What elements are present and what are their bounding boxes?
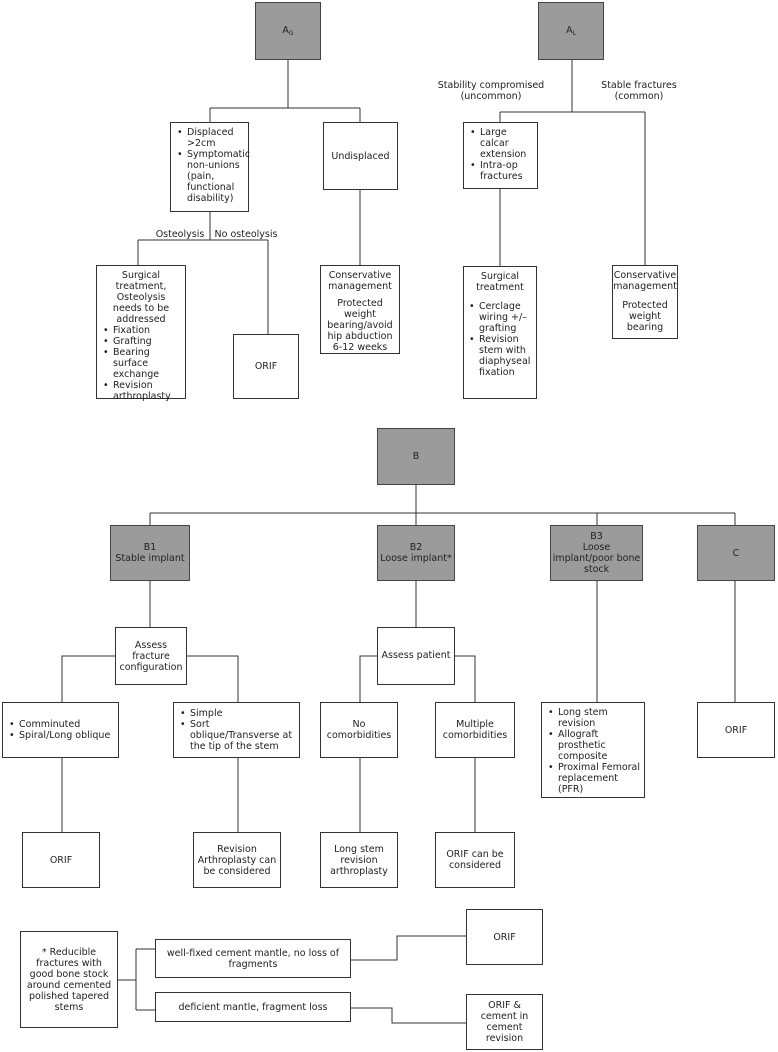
node-al-label: A [566, 25, 573, 36]
ag-displaced-item: Displaced >2cm [177, 127, 244, 149]
box-b1-orif: ORIF [22, 832, 100, 888]
ag-displaced-item: Symptomatic non-unions (pain, functional… [177, 149, 250, 204]
node-b3-text: Loose implant/poor bone stock [552, 542, 641, 575]
box-ag-surgical: Surgical treatment, Osteolysis needs to … [96, 265, 186, 402]
al-conservative-text: Protected weight bearing [622, 300, 668, 333]
fn-orif-cement-text: ORIF & cement in cement revision [480, 1000, 529, 1044]
node-ag-label: A [282, 25, 289, 36]
box-multiple-comorbidities: Multiple comorbidities [435, 702, 515, 758]
box-fn-orif: ORIF [466, 909, 543, 965]
box-ag-conservative: Conservative management Protected weight… [320, 265, 400, 354]
ag-undisplaced-text: Undisplaced [331, 150, 390, 162]
assess-fracture-text: Assess fracture configuration [119, 639, 183, 673]
ag-orif-text: ORIF [254, 361, 278, 372]
box-well-fixed: well-fixed cement mantle, no loss of fra… [155, 939, 351, 978]
node-b3: B3 Loose implant/poor bone stock [550, 525, 643, 581]
b1-orif-text: ORIF [49, 854, 73, 866]
al-surgical-title: Surgical treatment [476, 271, 524, 293]
label-stable-fractures: Stable fractures (common) [601, 80, 677, 102]
box-assess-fracture: Assess fracture configuration [115, 627, 187, 685]
label-osteolysis: Osteolysis [155, 229, 205, 240]
ag-surgical-title: Surgical treatment, Osteolysis needs to … [112, 270, 170, 325]
al-conservative-title: Conservative management [613, 270, 677, 292]
box-deficient: deficient mantle, fragment loss [155, 992, 351, 1022]
node-b1: B1 Stable implant [110, 525, 190, 581]
box-ag-undisplaced: Undisplaced [323, 122, 398, 190]
simple-item: Simple [180, 708, 295, 719]
c-orif-text: ORIF [724, 724, 748, 736]
node-b3-title: B3 [590, 531, 603, 542]
orif-considered-text: ORIF can be considered [446, 849, 504, 871]
node-c: C [697, 525, 775, 581]
ag-surgical-item: Grafting [103, 336, 181, 347]
node-b: B [377, 428, 455, 485]
box-comminuted: Comminuted Spiral/Long oblique [2, 702, 119, 758]
box-b3-options: Long stem revision Allograft prosthetic … [541, 702, 645, 798]
node-b1-title: B1 [143, 542, 157, 553]
ag-surgical-item: Revision arthroplasty [103, 380, 181, 402]
simple-item: Sort oblique/Transverse at the tip of th… [180, 719, 295, 752]
node-b-label: B [412, 451, 420, 462]
al-calcar-item: Large calcar extension [470, 127, 533, 160]
comminuted-item: Comminuted [9, 719, 110, 730]
comminuted-item: Spiral/Long oblique [9, 730, 110, 741]
box-al-calcar: Large calcar extension Intra-op fracture… [463, 122, 538, 189]
node-ag-sub: G [288, 30, 294, 37]
box-al-conservative: Conservative management Protected weight… [612, 265, 678, 339]
box-ag-orif: ORIF [233, 334, 299, 399]
box-revision-arthroplasty: Revision Arthroplasty can be considered [193, 832, 281, 888]
node-al-sub: L [572, 30, 576, 37]
al-surgical-item: Cerclage wiring +/– grafting [469, 301, 533, 334]
fn-orif-text: ORIF [493, 931, 516, 943]
node-al: AL [538, 2, 604, 60]
multiple-comorbidities-text: Multiple comorbidities [442, 719, 508, 741]
box-assess-patient: Assess patient [377, 627, 455, 685]
deficient-text: deficient mantle, fragment loss [178, 1001, 328, 1013]
node-c-label: C [732, 547, 740, 559]
label-stability-compromised: Stability compromised (uncommon) [437, 80, 545, 102]
box-simple: Simple Sort oblique/Transverse at the ti… [173, 702, 300, 758]
node-b2: B2 Loose implant* [377, 525, 455, 581]
b3-option-item: Proximal Femoral replacement (PFR) [548, 762, 640, 795]
b3-option-item: Allograft prosthetic composite [548, 729, 640, 762]
box-no-comorbidities: No comorbidities [320, 702, 398, 758]
box-c-orif: ORIF [697, 702, 775, 758]
revision-arthroplasty-text: Revision Arthroplasty can be considered [197, 843, 277, 877]
well-fixed-text: well-fixed cement mantle, no loss of fra… [166, 947, 340, 970]
node-b2-title: B2 [409, 542, 423, 553]
b3-option-item: Long stem revision [548, 707, 640, 729]
node-b1-text: Stable implant [115, 553, 185, 564]
ag-surgical-item: Fixation [103, 325, 181, 336]
node-b2-text: Loose implant* [380, 553, 452, 564]
ag-conservative-text: Protected weight bearing/avoid hip abduc… [327, 298, 393, 353]
box-ag-displaced: Displaced >2cm Symptomatic non-unions (p… [170, 122, 250, 212]
footnote-text: * Reducible fractures with good bone sto… [26, 946, 112, 1013]
node-ag: AG [255, 2, 321, 60]
box-orif-considered: ORIF can be considered [435, 832, 515, 888]
long-stem-text: Long stem revision arthroplasty [330, 843, 388, 877]
al-calcar-item: Intra-op fractures [470, 160, 533, 182]
al-surgical-item: Revision stem with diaphyseal fixation [469, 334, 533, 378]
no-comorbidities-text: No comorbidities [326, 719, 392, 741]
assess-patient-text: Assess patient [381, 650, 451, 661]
label-no-osteolysis: No osteolysis [214, 229, 278, 240]
ag-conservative-title: Conservative management [328, 270, 392, 292]
ag-surgical-item: Bearing surface exchange [103, 347, 181, 380]
box-al-surgical: Surgical treatment Cerclage wiring +/– g… [463, 266, 537, 399]
box-fn-orif-cement: ORIF & cement in cement revision [466, 994, 543, 1050]
box-footnote: * Reducible fractures with good bone sto… [20, 931, 118, 1028]
box-long-stem: Long stem revision arthroplasty [320, 832, 398, 888]
